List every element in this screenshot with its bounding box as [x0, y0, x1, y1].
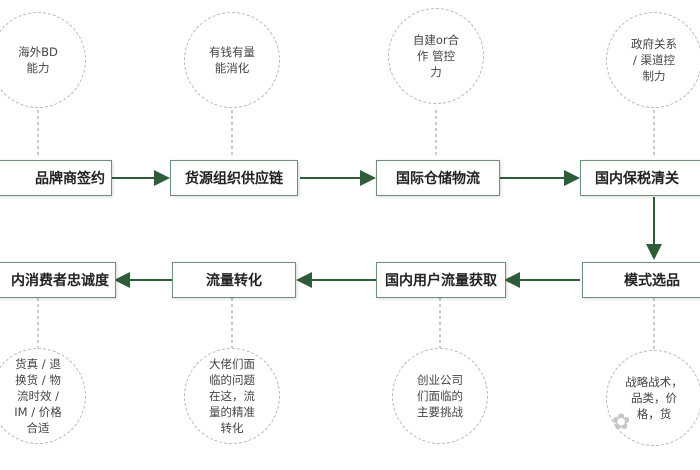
step-customs-clearance: 国内保税清关 [580, 160, 700, 196]
dashed-connectors [37, 110, 655, 350]
note-circle-acquisition: 创业公司 们面临的 主要挑战 [392, 348, 488, 444]
note-circle-customs: 政府关系 / 渠道控 制力 [606, 12, 700, 108]
note-circle-loyalty: 货真 / 退 换货 / 物 流时效 / IM / 价格 合适 [0, 348, 86, 444]
step-product-selection: 模式选品 [582, 262, 700, 298]
note-circle-conversion: 大佬们面 临的问题 在这，流 量的精准 转化 [184, 348, 280, 444]
step-traffic-conversion: 流量转化 [172, 262, 296, 298]
note-circle-brand-signing: 海外BD 能力 [0, 12, 86, 108]
step-supply-chain: 货源组织供应链 [170, 160, 298, 196]
step-traffic-acquisition: 国内用户流量获取 [376, 262, 506, 298]
step-warehouse-logistics: 国际仓储物流 [376, 160, 500, 196]
flow-arrows [112, 170, 662, 288]
watermark-icon: ✿ [612, 410, 631, 435]
step-brand-signing: 品牌商签约 [0, 160, 112, 196]
note-circle-logistics: 自建or合 作 管控 力 [388, 8, 484, 104]
note-circle-selection: 战略战术， 品类，价 格，货 [606, 350, 700, 446]
step-consumer-loyalty: 内消费者忠诚度 [0, 262, 116, 298]
note-circle-supply-chain: 有钱有量 能消化 [184, 12, 280, 108]
